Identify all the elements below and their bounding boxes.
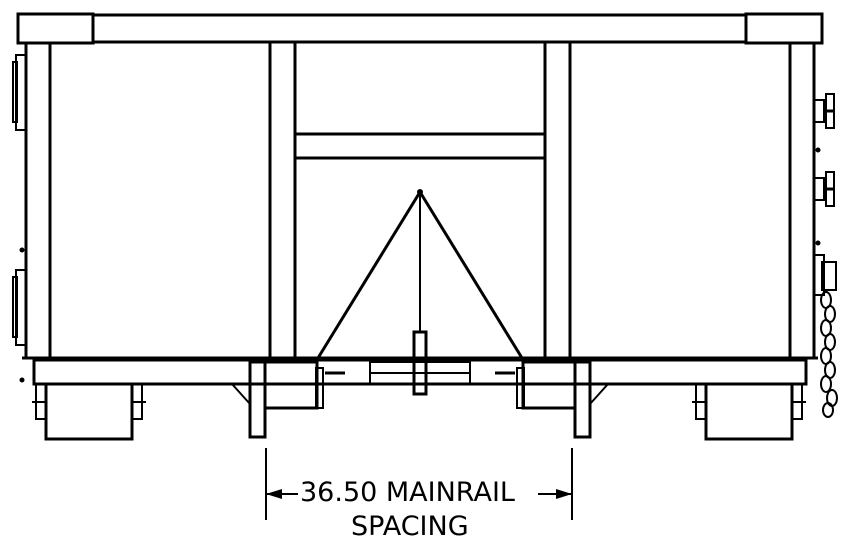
dimension-label-spacing: SPACING <box>351 511 469 542</box>
right-latch-upper <box>813 93 835 129</box>
right-mainrail <box>516 360 609 439</box>
left-skid <box>32 382 146 441</box>
chain <box>820 291 838 418</box>
base-frame <box>32 358 808 386</box>
left-rivet <box>19 247 25 253</box>
left-hinge-upper <box>12 54 27 131</box>
dimension-line <box>265 448 573 520</box>
dimension-label: 36.50 MAINRAIL <box>298 477 517 508</box>
left-hinge-lower <box>12 269 27 346</box>
right-latch-middle <box>813 171 835 207</box>
vertical-post-right <box>543 40 572 360</box>
horizontal-brace <box>293 132 547 160</box>
right-rivet <box>815 147 821 153</box>
left-rivet-lower <box>19 377 25 383</box>
left-mainrail <box>231 360 324 439</box>
right-latch-lower <box>813 254 837 296</box>
top-rail <box>16 12 824 45</box>
right-skid <box>692 382 806 441</box>
right-rivet-2 <box>815 240 821 246</box>
lifting-triangle <box>316 189 524 359</box>
vertical-post-left <box>268 40 297 360</box>
